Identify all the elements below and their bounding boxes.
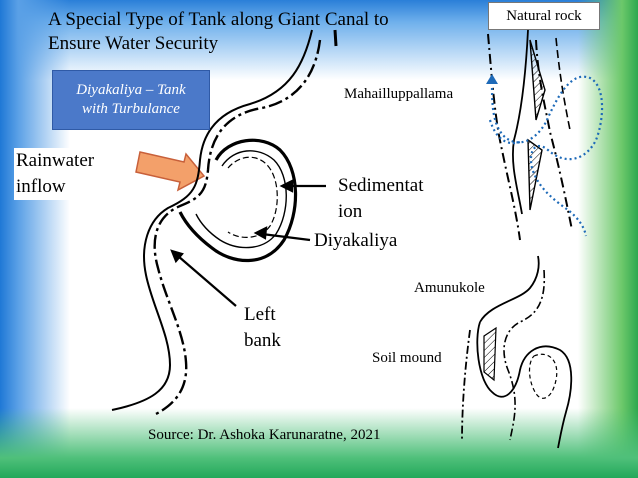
amunukole-label: Amunukole bbox=[414, 280, 485, 296]
left-bank-line-2: bank bbox=[244, 330, 281, 351]
up-arrow-icon bbox=[486, 74, 498, 84]
badge-line-1: Diyakaliya – Tank bbox=[76, 82, 186, 98]
badge-line-2: with Turbulance bbox=[82, 101, 180, 117]
mahailluppallama-label: Mahailluppallama bbox=[344, 86, 454, 102]
title-line-2: Ensure Water Security bbox=[48, 33, 219, 54]
mahailluppallama-water bbox=[488, 75, 604, 237]
slide-title: A Special Type of Tank along Giant Canal… bbox=[48, 8, 389, 56]
soil-mound-label: Soil mound bbox=[372, 350, 442, 366]
source-citation: Source: Dr. Ashoka Karunaratne, 2021 bbox=[148, 427, 381, 443]
diyakaliya-tank bbox=[178, 138, 298, 263]
tank-type-badge: Diyakaliya – Tank with Turbulance bbox=[52, 70, 210, 130]
rainwater-line-1: Rainwater bbox=[16, 150, 95, 171]
sedimentation-line-1: Sedimentat bbox=[338, 175, 424, 196]
giant-canal bbox=[111, 29, 338, 417]
rainwater-inflow-label: Rainwater inflow bbox=[14, 148, 97, 200]
title-line-1: A Special Type of Tank along Giant Canal… bbox=[48, 9, 389, 30]
left-bank-label: Left bank bbox=[244, 302, 281, 354]
sedimentation-line-2: ion bbox=[338, 201, 363, 222]
rainwater-arrow-icon bbox=[135, 151, 206, 192]
rainwater-line-2: inflow bbox=[16, 176, 66, 197]
diyakaliya-label: Diyakaliya bbox=[314, 230, 398, 251]
natural-rock-label: Natural rock bbox=[488, 2, 600, 30]
amunukole-sketch bbox=[461, 255, 573, 449]
left-bank-line-1: Left bbox=[244, 304, 276, 325]
sedimentation-label: Sedimentat ion bbox=[338, 173, 423, 225]
mahailluppallama-sketch bbox=[487, 29, 573, 241]
